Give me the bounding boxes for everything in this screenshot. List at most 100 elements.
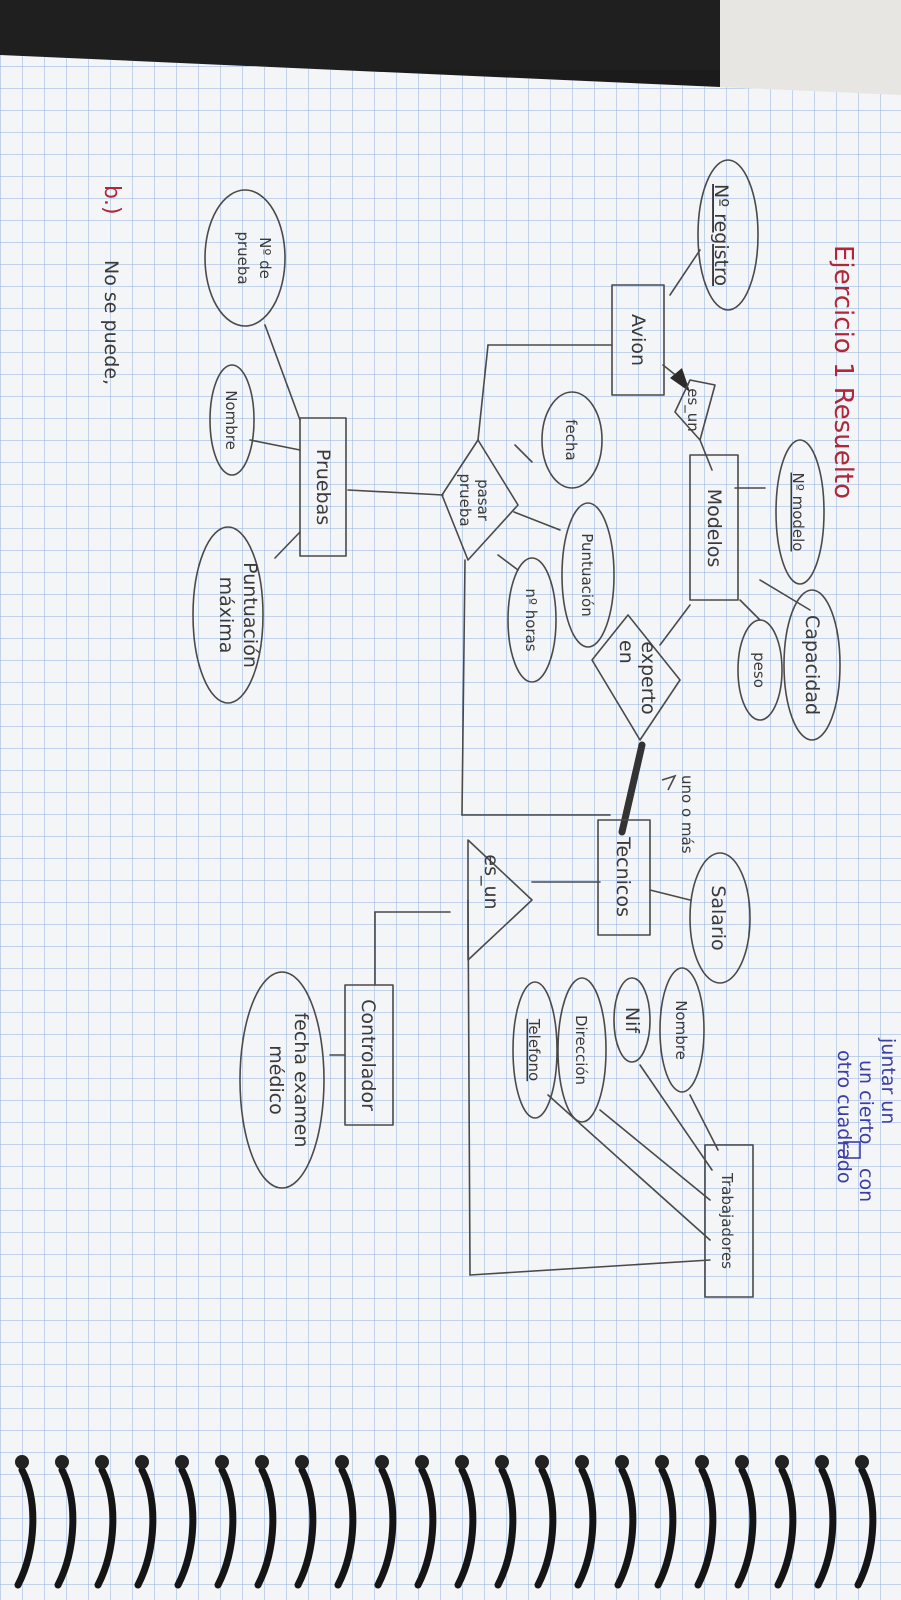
- spiral-hole: [135, 1455, 149, 1469]
- entity-trabajadores-label: Trabajadores: [718, 1172, 736, 1269]
- attribute-n-de-prueba-label-2: prueba: [234, 231, 252, 284]
- spiral-hole: [295, 1455, 309, 1469]
- attribute-n-registro-label: Nº registro: [710, 184, 732, 286]
- spiral-hole: [575, 1455, 589, 1469]
- attribute-nif-label: Nif: [621, 1007, 643, 1034]
- relationship-experto-en-label-2: en: [615, 640, 637, 664]
- spiral-ring: [254, 1466, 277, 1589]
- attribute-puntuacion-label: Puntuación: [578, 533, 596, 616]
- entity-pruebas-label: Pruebas: [312, 449, 334, 525]
- attribute-puntuacion-maxima-label-2: máxima: [215, 577, 237, 654]
- spiral-hole: [55, 1455, 69, 1469]
- attribute-direccion: Dirección: [557, 977, 607, 1123]
- relationship-es-un-1-label: es_un: [683, 388, 702, 432]
- entity-modelos: Modelos: [689, 454, 739, 601]
- spiral-ring: [734, 1466, 757, 1589]
- spiral-hole: [655, 1455, 669, 1469]
- entity-tecnicos: Tecnicos: [597, 819, 651, 936]
- entity-controlador-label: Controlador: [357, 999, 379, 1111]
- side-note-line-3: con: [855, 1168, 877, 1202]
- spiral-hole: [695, 1455, 709, 1469]
- attribute-n-de-prueba: Nº de prueba: [204, 189, 286, 327]
- spiral-ring: [14, 1466, 37, 1589]
- spiral-hole: [255, 1455, 269, 1469]
- relationship-pasar-prueba-label-1: pasar: [474, 479, 492, 522]
- spiral-ring: [134, 1466, 157, 1589]
- attribute-fecha-examen: fecha examen médico: [239, 971, 325, 1189]
- spiral-ring: [294, 1466, 317, 1589]
- attribute-puntuacion-maxima: Puntuación máxima: [192, 526, 264, 704]
- attribute-nombre-prueba-label: Nombre: [222, 390, 240, 450]
- spiral-ring: [694, 1466, 717, 1589]
- total-participation-line: [618, 741, 646, 836]
- attribute-n-registro: Nº registro: [697, 159, 759, 311]
- attribute-nombre: Nombre: [659, 967, 705, 1093]
- side-note-line-2: un cierto: [855, 1060, 877, 1144]
- spiral-ring: [454, 1466, 477, 1589]
- attribute-n-horas: nº horas: [507, 557, 557, 683]
- attribute-n-modelo-label: Nº modelo: [789, 473, 807, 552]
- entity-tecnicos-label: Tecnicos: [612, 836, 634, 917]
- spiral-ring: [614, 1466, 637, 1589]
- spiral-hole: [735, 1455, 749, 1469]
- answer-b-marker: b.): [99, 185, 124, 215]
- spiral-ring: [94, 1466, 117, 1589]
- attribute-peso-label: peso: [750, 652, 768, 688]
- entity-avion: Avion: [611, 284, 665, 396]
- attribute-puntuacion-maxima-label-1: Puntuación: [239, 562, 261, 668]
- side-note: juntar un un cierto con otro cuadrado: [833, 1037, 899, 1202]
- side-note-line-1: juntar un: [877, 1037, 899, 1124]
- arrow-head: [670, 368, 690, 392]
- spiral-hole: [815, 1455, 829, 1469]
- attribute-telefono-label: Telefono: [525, 1018, 543, 1081]
- spiral-ring: [654, 1466, 677, 1589]
- spiral-hole: [535, 1455, 549, 1469]
- spiral-hole: [855, 1455, 869, 1469]
- entity-avion-label: Avion: [627, 314, 649, 366]
- spiral-ring: [534, 1466, 557, 1589]
- spiral-hole: [495, 1455, 509, 1469]
- attribute-fecha-label: fecha: [562, 419, 580, 460]
- spiral-hole: [375, 1455, 389, 1469]
- attribute-n-horas-label: nº horas: [522, 588, 540, 651]
- spiral-hole: [775, 1455, 789, 1469]
- spiral-ring: [854, 1466, 877, 1589]
- attribute-nombre-label: Nombre: [672, 1000, 690, 1060]
- attribute-n-modelo: Nº modelo: [775, 439, 825, 585]
- entity-pruebas: Pruebas: [299, 417, 347, 557]
- attribute-telefono: Telefono: [512, 981, 558, 1119]
- side-note-line-4: otro cuadrado: [833, 1050, 855, 1183]
- spiral-binding: [14, 1455, 877, 1589]
- attribute-fecha-examen-label-1: fecha examen: [290, 1012, 312, 1147]
- relationship-experto-en: experto en: [591, 614, 681, 741]
- spiral-ring: [374, 1466, 397, 1589]
- attribute-fecha-examen-label-2: médico: [265, 1045, 287, 1115]
- note-arrow: [661, 774, 677, 791]
- spiral-hole: [215, 1455, 229, 1469]
- exercise-title: Ejercicio 1 Resuelto: [828, 245, 858, 499]
- relationship-es-un-2-label: es_un: [480, 854, 502, 909]
- spiral-hole: [615, 1455, 629, 1469]
- attribute-nif: Nif: [613, 977, 651, 1063]
- spiral-ring: [574, 1466, 597, 1589]
- connection-lines: [249, 249, 811, 1276]
- relationship-pasar-prueba-label-2: prueba: [456, 473, 474, 526]
- spiral-hole: [335, 1455, 349, 1469]
- attribute-direccion-label: Dirección: [572, 1015, 590, 1085]
- spiral-ring: [214, 1466, 237, 1589]
- cardinality-note: uno o más: [678, 775, 696, 854]
- attribute-peso: peso: [737, 619, 783, 721]
- entity-modelos-label: Modelos: [703, 489, 725, 568]
- spiral-ring: [54, 1466, 77, 1589]
- spiral-hole: [95, 1455, 109, 1469]
- spiral-hole: [15, 1455, 29, 1469]
- grid-lines: [0, 55, 901, 1600]
- attribute-n-de-prueba-label-1: Nº de: [256, 237, 274, 279]
- spiral-ring: [334, 1466, 357, 1589]
- entity-controlador: Controlador: [344, 984, 394, 1126]
- spiral-hole: [175, 1455, 189, 1469]
- spiral-hole: [455, 1455, 469, 1469]
- relationship-pasar-prueba: pasar prueba: [441, 439, 519, 561]
- attribute-capacidad: Capacidad: [783, 589, 841, 741]
